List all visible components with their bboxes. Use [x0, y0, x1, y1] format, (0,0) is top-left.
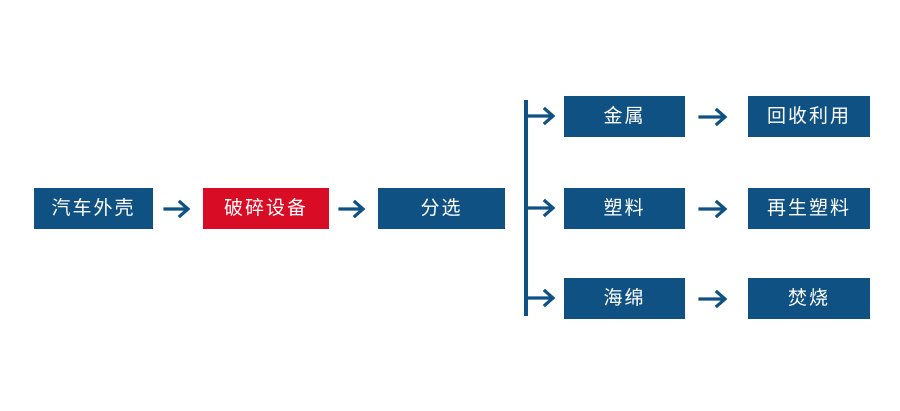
node-recycled-plastic[interactable]: 再生塑料: [748, 188, 870, 229]
node-crusher-label: 破碎设备: [223, 197, 308, 219]
node-recycled-plastic-label: 再生塑料: [766, 197, 851, 219]
node-crusher[interactable]: 破碎设备: [203, 188, 329, 229]
branch-arrow-metal: [526, 102, 562, 130]
node-sorting-label: 分选: [420, 197, 463, 219]
node-plastic-label: 塑料: [603, 197, 646, 219]
node-recycle-reuse-label: 回收利用: [766, 105, 851, 127]
node-sponge-label: 海绵: [603, 287, 646, 309]
node-car-shell[interactable]: 汽车外壳: [34, 188, 153, 229]
node-incineration[interactable]: 焚烧: [748, 278, 870, 319]
node-metal[interactable]: 金属: [564, 96, 685, 137]
node-sponge[interactable]: 海绵: [564, 278, 685, 319]
branch-arrow-sponge: [526, 284, 562, 312]
branch-arrow-plastic: [526, 194, 562, 222]
arrow-sponge-to-incinerate: [697, 285, 733, 313]
arrow-plastic-to-recycled: [697, 195, 733, 223]
node-car-shell-label: 汽车外壳: [51, 197, 136, 219]
node-incineration-label: 焚烧: [787, 287, 830, 309]
node-recycle-reuse[interactable]: 回收利用: [748, 96, 870, 137]
arrow-shell-to-crusher: [163, 195, 195, 223]
node-metal-label: 金属: [603, 105, 646, 127]
splitter-bus-line: [524, 100, 528, 316]
node-plastic[interactable]: 塑料: [564, 188, 685, 229]
arrow-crusher-to-sorting: [338, 195, 370, 223]
arrow-metal-to-recycle: [697, 103, 733, 131]
node-sorting[interactable]: 分选: [378, 188, 505, 229]
